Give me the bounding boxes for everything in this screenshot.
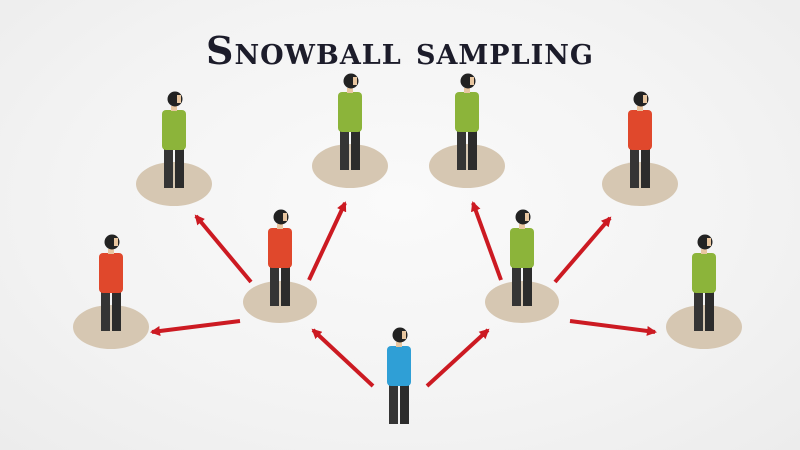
legs [705, 291, 714, 331]
base-right-far [666, 305, 742, 349]
neck [277, 224, 283, 229]
legs [270, 266, 279, 306]
torso [692, 253, 716, 293]
legs [512, 266, 521, 306]
arrow-recruit-right-to-right-far [569, 319, 657, 336]
person-right-mid-top [455, 73, 479, 170]
torso [628, 110, 652, 150]
neck [171, 106, 177, 111]
neck [519, 224, 525, 229]
torso [268, 228, 292, 268]
neck [108, 249, 114, 254]
legs [164, 148, 173, 188]
person-left-top [162, 91, 186, 188]
base-right-top [602, 162, 678, 206]
legs [630, 148, 639, 188]
neck [701, 249, 707, 254]
base-right-mid-top [429, 144, 505, 188]
face [402, 331, 406, 339]
arrow-recruit-left-to-left-far [150, 319, 241, 336]
torso [338, 92, 362, 132]
base-left-top [136, 162, 212, 206]
neck [464, 88, 470, 93]
legs [389, 384, 398, 424]
base-left-mid-top [312, 144, 388, 188]
diagram-title: Snowball sampling [206, 28, 594, 73]
arrow-recruit-right-to-right-mid-top [471, 201, 503, 281]
torso [162, 110, 186, 150]
face [525, 213, 529, 221]
person-left-far [99, 234, 123, 331]
base-left-far [73, 305, 149, 349]
person-left-mid-top [338, 73, 362, 170]
face [643, 95, 647, 103]
face [114, 238, 118, 246]
legs [351, 130, 360, 170]
torso [455, 92, 479, 132]
arrow-recruit-left-to-left-top [194, 214, 253, 284]
base-recruit-right [485, 281, 559, 323]
face [470, 77, 474, 85]
person-recruit-right [510, 209, 534, 306]
legs [694, 291, 703, 331]
legs [175, 148, 184, 188]
arrow-seed-to-recruit-left [311, 328, 375, 388]
legs [400, 384, 409, 424]
person-seed [387, 327, 411, 424]
person-right-top [628, 91, 652, 188]
neck [637, 106, 643, 111]
face [177, 95, 181, 103]
person-recruit-left [268, 209, 292, 306]
torso [387, 346, 411, 386]
torso [99, 253, 123, 293]
base-recruit-left [243, 281, 317, 323]
arrow-seed-to-recruit-right [425, 328, 490, 388]
legs [101, 291, 110, 331]
neck [396, 342, 402, 347]
legs [112, 291, 121, 331]
person-right-far [692, 234, 716, 331]
legs [457, 130, 466, 170]
legs [281, 266, 290, 306]
legs [468, 130, 477, 170]
face [283, 213, 287, 221]
legs [641, 148, 650, 188]
arrow-recruit-right-to-right-top [553, 216, 612, 284]
torso [510, 228, 534, 268]
face [353, 77, 357, 85]
face [707, 238, 711, 246]
legs [523, 266, 532, 306]
legs [340, 130, 349, 170]
neck [347, 88, 353, 93]
arrow-recruit-left-to-left-mid-top [307, 201, 347, 281]
